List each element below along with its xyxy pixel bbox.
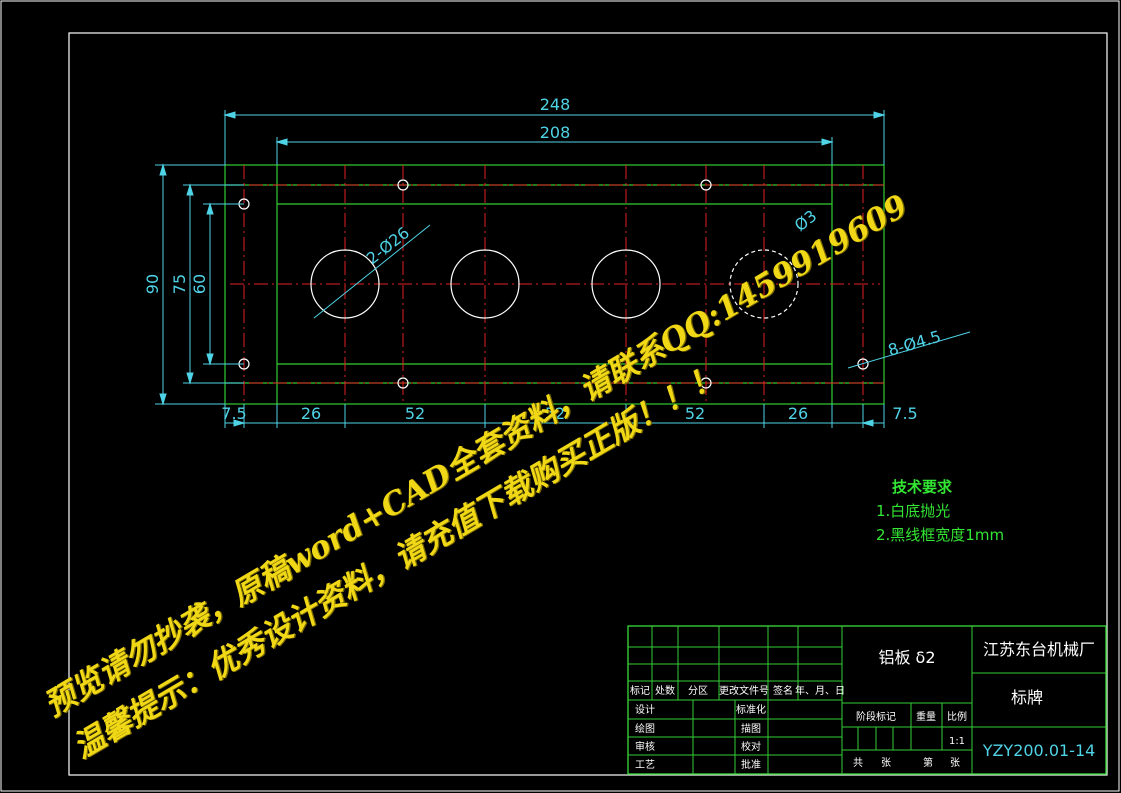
dim-seg-26-right: 26	[788, 404, 808, 423]
tb-mid-proof: 校对	[741, 740, 761, 753]
tb-mid-trace: 描图	[741, 722, 761, 735]
dim-seg-7-5-right: 7.5	[892, 404, 917, 423]
title-block	[627, 625, 1107, 775]
dim-seg-26-left: 26	[301, 404, 321, 423]
dim-overall-width: 248	[540, 95, 571, 114]
dim-height-60: 60	[190, 274, 209, 294]
dim-large-holes: 2-Ø26	[363, 223, 413, 268]
large-holes	[310, 249, 799, 319]
dim-seg-52-a: 52	[405, 404, 425, 423]
dim-small-holes: 8-Ø4.5	[886, 327, 943, 360]
tb-company: 江苏东台机械厂	[983, 640, 1095, 659]
dimension-lines	[155, 110, 971, 428]
dim-height-90: 90	[143, 274, 162, 294]
tb-header-mark: 标记	[630, 685, 650, 697]
tb-scale-label: 比例	[947, 710, 967, 723]
tb-row-drawing: 绘图	[635, 722, 655, 735]
dim-seg-7-5-left: 7.5	[221, 404, 246, 423]
tb-part-name: 标牌	[1011, 688, 1043, 707]
tb-row-design: 设计	[635, 703, 655, 716]
dim-seg-52-b: 52	[545, 404, 565, 423]
tb-header-change-doc: 更改文件号	[719, 684, 769, 697]
tb-header-zone: 分区	[688, 685, 708, 697]
tb-weight-label: 重量	[916, 710, 936, 723]
tb-sheet-label: 张	[881, 757, 891, 769]
tb-mid-standard: 标准化	[736, 703, 766, 716]
tb-mid-approve: 批准	[741, 758, 761, 771]
tb-header-signature: 签名	[773, 684, 793, 697]
tb-nth-label: 第	[923, 756, 933, 769]
dim-seg-52-c: 52	[685, 404, 705, 423]
tb-material: 铝板 δ2	[878, 648, 935, 667]
dim-height-75: 75	[170, 274, 189, 294]
tb-header-date: 年、月、日	[795, 684, 845, 697]
small-holes	[238, 179, 869, 389]
tb-stage-label: 阶段标记	[856, 710, 896, 723]
dim-inner-width: 208	[540, 123, 571, 142]
tech-requirements-title: 技术要求	[892, 478, 953, 496]
tb-row-review: 审核	[635, 740, 655, 753]
tb-total-label: 共	[853, 757, 863, 769]
tb-row-process: 工艺	[635, 759, 655, 771]
tb-scale-value: 1:1	[949, 736, 965, 747]
tech-requirement-1: 1.白底抛光	[876, 502, 951, 520]
drawing-frame	[68, 32, 1108, 776]
tb-sheet-label-2: 张	[950, 757, 960, 769]
tech-requirement-2: 2.黑线框宽度1mm	[876, 526, 1005, 544]
tb-header-count: 处数	[655, 684, 675, 697]
tb-drawing-number: YZY200.01-14	[982, 741, 1096, 760]
